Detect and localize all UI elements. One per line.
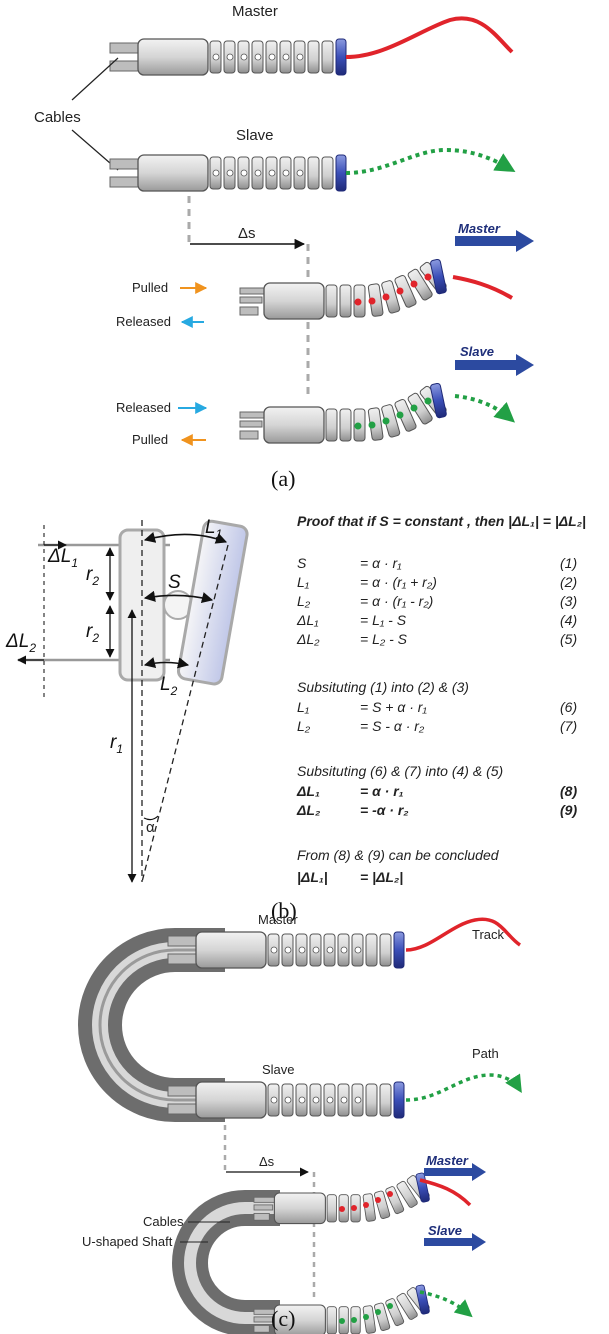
equation-rhs: = α · r₁	[360, 783, 404, 799]
equation-num: (9)	[560, 802, 577, 818]
equation-num: (3)	[560, 593, 577, 609]
master-track	[345, 16, 514, 59]
master-snake	[109, 38, 347, 76]
bent-track-c	[419, 1178, 472, 1207]
panel-b: L1 ΔL1 r2 S r2 ΔL2 L2 r1 α Proof that if…	[5, 513, 586, 923]
released-label-2: Released	[116, 400, 171, 415]
slave-direction-arrow	[455, 354, 534, 376]
bent-path-c	[419, 1290, 473, 1318]
delta-s-label-c: Δs	[259, 1154, 275, 1169]
equation-num: (4)	[560, 612, 577, 628]
equation-lhs: ΔL₂	[296, 631, 320, 647]
equation-block-2: L₁ = S + α · r₁ (6) L₂ = S - α · r₂ (7)	[297, 699, 577, 734]
track-label: Track	[472, 927, 505, 942]
path-curve	[405, 1073, 522, 1102]
alpha-label: α	[146, 819, 155, 836]
subst1-title: Subsituting (1) into (2) & (3)	[297, 679, 469, 695]
track-curve	[405, 917, 522, 952]
alpha-arc	[143, 815, 159, 821]
master-label: Master	[232, 3, 278, 20]
equation-num: (7)	[560, 718, 577, 734]
slave-direction-arrow-c	[424, 1233, 486, 1251]
subst2-title: Subsituting (6) & (7) into (4) & (5)	[297, 763, 503, 779]
equation-block-1: S = α · r₁ (1) L₁ = α · (r₁ + r₂) (2) L₂ = α · …	[296, 555, 577, 647]
equation-num: (1)	[560, 555, 577, 571]
master-cable-dots	[354, 273, 432, 306]
equation-block-3: ΔL₁ = α · r₁ (8) ΔL₂ = -α · r₂ (9)	[296, 783, 577, 818]
equation-rhs: = L₁ - S	[360, 612, 407, 628]
equation-num: (8)	[560, 783, 577, 799]
dl2-label: ΔL2	[5, 631, 36, 655]
equation-lhs: L₂	[297, 718, 311, 734]
slave-arrow-label: Slave	[460, 344, 494, 359]
delta-s-label: Δs	[238, 225, 256, 242]
equation-lhs: ΔL₁	[296, 783, 320, 799]
equation-num: (2)	[560, 574, 577, 590]
caption-b: (b)	[271, 898, 297, 923]
caption-c: (c)	[271, 1306, 295, 1331]
cables-label-c: Cables	[143, 1214, 184, 1229]
cables-label: Cables	[34, 109, 81, 126]
master-direction-arrow	[455, 230, 534, 252]
slave-cable-dots-c	[339, 1303, 393, 1324]
master-arrow-label: Master	[458, 221, 501, 236]
equation-rhs: = S - α · r₂	[360, 718, 425, 734]
equation-rhs: = α · (r₁ - r₂)	[360, 593, 433, 609]
equation-num: (5)	[560, 631, 577, 647]
l1-label: L1	[205, 517, 222, 541]
equation-rhs: = -α · r₂	[360, 802, 409, 818]
master-label-c: Master	[258, 912, 298, 927]
released-label-1: Released	[116, 314, 171, 329]
bent-master-snake	[239, 258, 449, 320]
equation-lhs: L₁	[297, 574, 310, 590]
bent-slave-snake	[239, 382, 449, 444]
l2-label: L2	[160, 674, 178, 698]
arc-s	[143, 590, 214, 603]
master-arrow-label-c: Master	[426, 1153, 469, 1168]
equation-rhs: = S + α · r₁	[360, 699, 427, 715]
equation-lhs: L₂	[297, 593, 311, 609]
r1-label: r1	[110, 732, 123, 756]
equation-rhs: = α · r₁	[360, 555, 402, 571]
arc-l2	[143, 657, 190, 669]
slave-label: Slave	[236, 127, 274, 144]
pulled-label-1: Pulled	[132, 280, 168, 295]
slave-label-c: Slave	[262, 1062, 295, 1077]
conclusion-lhs: |ΔL₁|	[297, 869, 328, 885]
dl1-label: ΔL1	[47, 546, 78, 570]
conclusion-title: From (8) & (9) can be concluded	[297, 847, 500, 863]
equation-lhs: ΔL₁	[296, 612, 319, 628]
pulled-label-2: Pulled	[132, 432, 168, 447]
equation-lhs: L₁	[297, 699, 310, 715]
slave-arrow-label-c: Slave	[428, 1223, 462, 1238]
conclusion-rhs: = |ΔL₂|	[360, 869, 403, 885]
slave-cable-dots	[354, 397, 432, 430]
s-label: S	[168, 572, 181, 593]
path-label: Path	[472, 1046, 499, 1061]
center-line-tilted	[141, 544, 229, 883]
panel-a: Master Cables Slave Δs Master Pulled	[34, 3, 534, 491]
slave-path	[345, 147, 516, 175]
proof-title: Proof that if S = constant , then |ΔL₁| …	[297, 513, 586, 529]
r2-bottom-label: r2	[86, 621, 99, 645]
arc-l1	[143, 531, 228, 544]
equation-rhs: = L₂ - S	[360, 631, 408, 647]
bent-slave-path	[454, 394, 516, 423]
cables-pointer-upper	[71, 57, 119, 101]
slave-snake	[109, 154, 347, 192]
master-direction-arrow-c	[424, 1163, 486, 1181]
equation-num: (6)	[560, 699, 577, 715]
caption-a: (a)	[271, 466, 295, 491]
u-shaft-label: U-shaped Shaft	[82, 1234, 173, 1249]
panel-c: Master Track Slave Path Δs	[78, 912, 522, 1334]
r2-top-label: r2	[86, 564, 99, 588]
master-cable-dots-c	[339, 1191, 393, 1212]
equation-rhs: = α · (r₁ + r₂)	[360, 574, 437, 590]
bent-master-track	[452, 275, 514, 300]
equation-lhs: ΔL₂	[296, 802, 320, 818]
equation-lhs: S	[297, 555, 307, 571]
